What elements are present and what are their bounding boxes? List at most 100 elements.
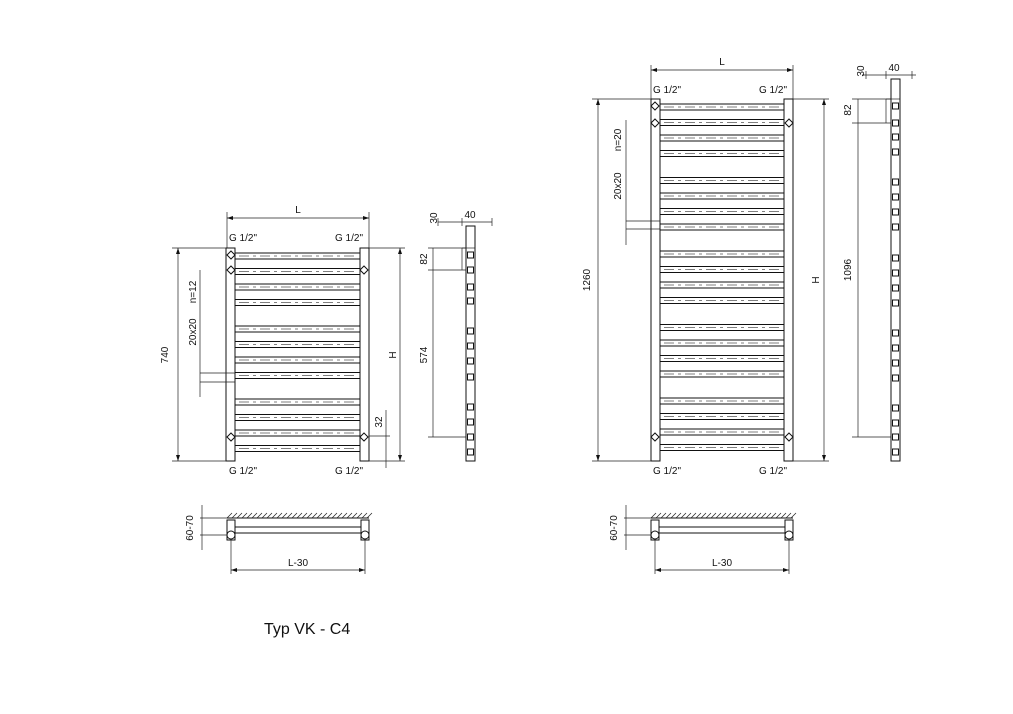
- horizontal-bar: [234, 398, 361, 406]
- left-bars: [234, 252, 361, 452]
- side-stud: [467, 297, 474, 305]
- side-stud: [467, 251, 474, 259]
- side-stud: [892, 254, 899, 262]
- hatch-line: [755, 512, 762, 519]
- hatch-line: [790, 512, 797, 519]
- hatch-line: [745, 512, 752, 519]
- side-stud: [892, 178, 899, 186]
- hatch-line: [705, 512, 712, 519]
- horizontal-bar: [659, 413, 785, 420]
- hatch-line: [650, 512, 657, 519]
- left-radiator-side: 30 40 82 574: [419, 210, 493, 462]
- hatch-line: [271, 512, 278, 519]
- side-stud: [892, 148, 899, 156]
- horizontal-bar: [234, 341, 361, 348]
- right-column-right: [783, 98, 794, 462]
- right-side-studs: [892, 102, 899, 456]
- hatch-line: [675, 512, 682, 519]
- left-dim-L: L: [295, 205, 301, 216]
- right-side-82: 82: [843, 104, 854, 116]
- left-dim-count: n=12: [188, 280, 199, 303]
- left-radiator-front: L G 1/2" G 1/2" G 1/2" G 1/2" 740 20x20 …: [160, 205, 405, 477]
- hatch-line: [326, 512, 333, 519]
- hatch-line: [725, 512, 732, 519]
- hatch-line: [351, 512, 358, 519]
- left-column-left: [225, 247, 236, 462]
- horizontal-bar: [659, 177, 785, 184]
- side-stud: [892, 208, 899, 216]
- right-side-30: 30: [856, 65, 867, 77]
- right-conn-bottom-left: G 1/2": [653, 466, 681, 477]
- hatch-line: [336, 512, 343, 519]
- horizontal-bar: [234, 429, 361, 437]
- right-conn-top-right: G 1/2": [759, 85, 787, 96]
- hatch-line: [740, 512, 747, 519]
- right-conn-bottom-right: G 1/2": [759, 466, 787, 477]
- right-connection-markers: [650, 101, 794, 442]
- side-stud: [892, 329, 899, 337]
- hatch-line: [680, 512, 687, 519]
- left-conn-bottom-left: G 1/2": [229, 466, 257, 477]
- right-plan-valve-left: [650, 530, 660, 540]
- left-dim-H: H: [388, 351, 399, 358]
- side-stud: [467, 433, 474, 441]
- hatch-line: [301, 512, 308, 519]
- horizontal-bar: [659, 223, 785, 231]
- hatch-line: [261, 512, 268, 519]
- connection-marker: [650, 101, 660, 111]
- connection-marker: [650, 118, 660, 128]
- hatch-line: [750, 512, 757, 519]
- hatch-line: [321, 512, 328, 519]
- horizontal-bar: [659, 428, 785, 436]
- horizontal-bar: [234, 252, 361, 260]
- horizontal-bar: [659, 397, 785, 405]
- side-stud: [892, 102, 899, 110]
- side-stud: [892, 193, 899, 201]
- left-dim-tube: 20x20: [188, 318, 199, 346]
- hatch-line: [660, 512, 667, 519]
- right-dim-L: L: [719, 57, 725, 68]
- right-conn-top-left: G 1/2": [653, 85, 681, 96]
- left-side-30: 30: [429, 212, 440, 224]
- hatch-line: [331, 512, 338, 519]
- hatch-line: [346, 512, 353, 519]
- side-stud: [892, 404, 899, 412]
- hatch-line: [685, 512, 692, 519]
- connection-marker: [226, 432, 236, 442]
- side-stud: [467, 342, 474, 350]
- right-radiator-front: L G 1/2" G 1/2" G 1/2" G 1/2" 1260 20x20…: [582, 57, 829, 477]
- right-dim-H: H: [811, 276, 822, 283]
- left-connection-markers: [226, 250, 369, 442]
- side-stud: [467, 283, 474, 291]
- horizontal-bar: [234, 356, 361, 364]
- left-column-right: [359, 247, 370, 462]
- hatch-line: [366, 512, 373, 519]
- side-stud: [892, 133, 899, 141]
- hatch-line: [241, 512, 248, 519]
- hatch-line: [266, 512, 273, 519]
- left-side-82: 82: [419, 253, 430, 265]
- left-side-column: [465, 225, 476, 462]
- hatch-line: [760, 512, 767, 519]
- horizontal-bar: [659, 119, 785, 126]
- hatch-line: [251, 512, 258, 519]
- side-stud: [892, 299, 899, 307]
- right-radiator-plan: 60-70 L-30: [609, 505, 797, 574]
- right-dim-height: 1260: [582, 268, 593, 291]
- connection-marker: [359, 432, 369, 442]
- hatch-line: [226, 512, 233, 519]
- left-plan-valve-left: [226, 530, 236, 540]
- left-dim-height: 740: [160, 346, 171, 363]
- type-title: Typ VK - C4: [264, 621, 350, 638]
- hatch-line: [311, 512, 318, 519]
- horizontal-bar: [234, 445, 361, 452]
- left-side-40: 40: [464, 210, 476, 221]
- left-dim-32: 32: [374, 416, 385, 428]
- hatch-line: [690, 512, 697, 519]
- hatch-line: [735, 512, 742, 519]
- side-stud: [892, 284, 899, 292]
- hatch-line: [286, 512, 293, 519]
- horizontal-bar: [234, 414, 361, 421]
- hatch-line: [236, 512, 243, 519]
